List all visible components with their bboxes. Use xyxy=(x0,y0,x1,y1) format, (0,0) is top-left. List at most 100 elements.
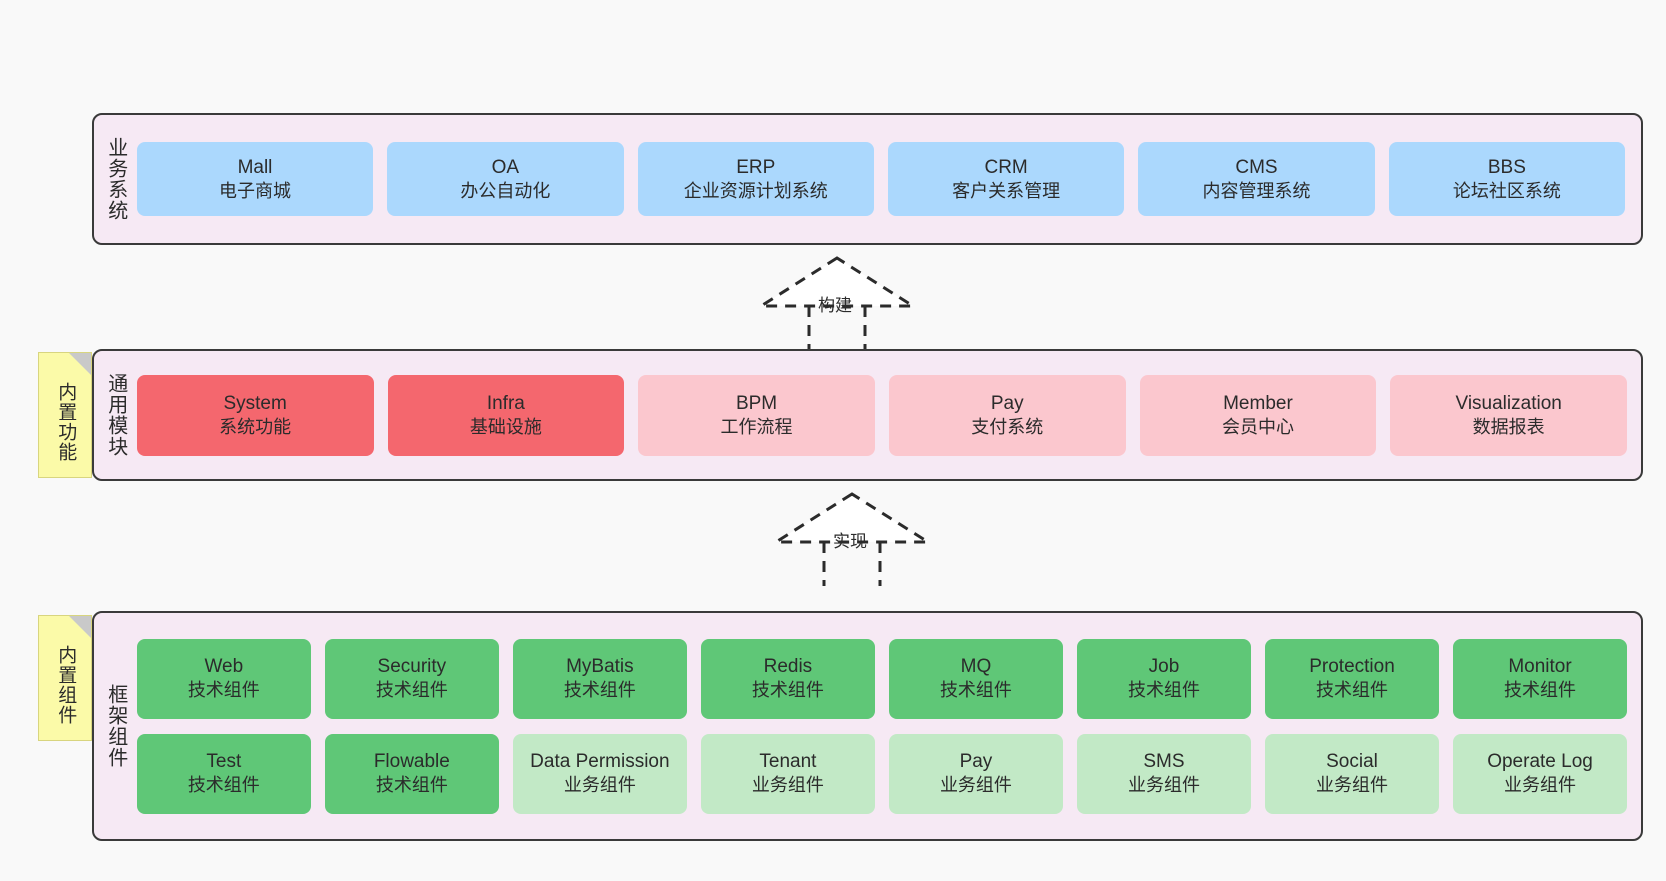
card-mq-en: MQ xyxy=(960,656,992,678)
card-mybatis-cn: 技术组件 xyxy=(563,680,636,701)
card-erp[interactable]: ERP 企业资源计划系统 xyxy=(637,142,874,216)
layer-title-framework: 框架组件 xyxy=(104,684,127,768)
card-visualization-en: Visualization xyxy=(1455,392,1562,414)
card-protection[interactable]: Protection 技术组件 xyxy=(1264,638,1440,719)
card-cms-cn: 内容管理系统 xyxy=(1202,180,1311,201)
card-tenant[interactable]: Tenant 业务组件 xyxy=(700,733,875,814)
card-mall[interactable]: Mall 电子商城 xyxy=(136,142,374,216)
connector-implement-label: 实现 xyxy=(833,532,867,551)
card-security-en: Security xyxy=(377,656,447,678)
generalization-arrow-icon xyxy=(770,492,934,586)
layer-common-modules: 通用模块 System 系统功能 Infra 基础设施 BPM 工作流程 Pay… xyxy=(92,349,1643,481)
layer-body-common: System 系统功能 Infra 基础设施 BPM 工作流程 Pay 支付系统… xyxy=(133,351,1641,479)
card-pay-module[interactable]: Pay 支付系统 xyxy=(888,374,1126,456)
card-social-en: Social xyxy=(1326,751,1378,773)
card-crm-cn: 客户关系管理 xyxy=(952,180,1061,201)
card-bbs[interactable]: BBS 论坛社区系统 xyxy=(1388,142,1626,216)
sticky-fold-corner-icon xyxy=(69,616,91,638)
card-web-en: Web xyxy=(204,656,244,678)
card-test-en: Test xyxy=(206,751,242,773)
card-test-cn: 技术组件 xyxy=(187,775,260,796)
card-sms-en: SMS xyxy=(1143,751,1185,773)
card-security[interactable]: Security 技术组件 xyxy=(324,638,499,719)
card-tenant-en: Tenant xyxy=(759,751,817,773)
card-system-cn: 系统功能 xyxy=(219,416,292,437)
layer-business-systems: 业务系统 Mall 电子商城 OA 办公自动化 ERP 企业资源计划系统 CRM… xyxy=(92,113,1643,245)
card-mall-en: Mall xyxy=(237,156,273,178)
card-visualization-cn: 数据报表 xyxy=(1472,416,1545,437)
card-security-cn: 技术组件 xyxy=(375,680,448,701)
card-operate-log-en: Operate Log xyxy=(1487,751,1593,773)
card-monitor[interactable]: Monitor 技术组件 xyxy=(1453,638,1628,719)
card-pay-component[interactable]: Pay 业务组件 xyxy=(888,733,1063,814)
card-operate-log[interactable]: Operate Log 业务组件 xyxy=(1453,733,1628,814)
layer-title-business: 业务系统 xyxy=(104,137,127,221)
card-data-permission-en: Data Permission xyxy=(530,751,670,773)
card-cms-en: CMS xyxy=(1235,156,1278,178)
generalization-arrow-icon xyxy=(755,256,919,350)
card-member[interactable]: Member 会员中心 xyxy=(1139,374,1377,456)
card-row-framework-business: Test 技术组件 Flowable 技术组件 Data Permission … xyxy=(136,733,1628,814)
card-data-permission[interactable]: Data Permission 业务组件 xyxy=(512,733,687,814)
card-flowable-en: Flowable xyxy=(373,751,450,773)
card-redis-cn: 技术组件 xyxy=(751,680,824,701)
card-bpm[interactable]: BPM 工作流程 xyxy=(638,374,875,456)
card-mq-cn: 技术组件 xyxy=(939,680,1012,701)
layer-body-framework: Web 技术组件 Security 技术组件 MyBatis 技术组件 Redi… xyxy=(133,613,1641,839)
card-web[interactable]: Web 技术组件 xyxy=(136,638,311,719)
card-monitor-en: Monitor xyxy=(1508,656,1572,678)
card-test[interactable]: Test 技术组件 xyxy=(136,733,311,814)
card-oa-en: OA xyxy=(491,156,520,178)
card-bpm-cn: 工作流程 xyxy=(720,416,793,437)
card-member-cn: 会员中心 xyxy=(1221,416,1294,437)
card-oa-cn: 办公自动化 xyxy=(460,180,551,201)
card-oa[interactable]: OA 办公自动化 xyxy=(387,142,624,216)
connector-implement: 实现 xyxy=(770,490,934,586)
card-bbs-en: BBS xyxy=(1487,156,1526,178)
card-member-en: Member xyxy=(1223,392,1293,414)
card-mybatis-en: MyBatis xyxy=(566,656,634,678)
card-row-framework-technical: Web 技术组件 Security 技术组件 MyBatis 技术组件 Redi… xyxy=(136,638,1628,719)
card-bbs-cn: 论坛社区系统 xyxy=(1452,180,1561,201)
card-infra[interactable]: Infra 基础设施 xyxy=(387,374,625,456)
card-erp-cn: 企业资源计划系统 xyxy=(683,180,828,201)
card-system[interactable]: System 系统功能 xyxy=(136,374,374,456)
card-sms-cn: 业务组件 xyxy=(1127,775,1200,796)
card-protection-en: Protection xyxy=(1309,656,1395,678)
card-visualization[interactable]: Visualization 数据报表 xyxy=(1390,374,1628,456)
sticky-note-builtin-features: 内置功能 xyxy=(38,352,92,478)
card-crm-en: CRM xyxy=(984,156,1028,178)
connector-build: 构建 xyxy=(755,254,919,350)
card-mybatis[interactable]: MyBatis 技术组件 xyxy=(512,638,687,719)
card-flowable-cn: 技术组件 xyxy=(375,775,448,796)
card-redis[interactable]: Redis 技术组件 xyxy=(700,638,875,719)
layer-framework-components: 框架组件 Web 技术组件 Security 技术组件 MyBatis 技术组件… xyxy=(92,611,1643,841)
sticky-fold-corner-icon xyxy=(69,353,91,375)
card-pay-module-cn: 支付系统 xyxy=(971,416,1044,437)
card-row-common: System 系统功能 Infra 基础设施 BPM 工作流程 Pay 支付系统… xyxy=(136,374,1628,456)
card-operate-log-cn: 业务组件 xyxy=(1504,775,1577,796)
card-social[interactable]: Social 业务组件 xyxy=(1264,733,1440,814)
card-bpm-en: BPM xyxy=(735,392,778,414)
card-social-cn: 业务组件 xyxy=(1316,775,1388,796)
layer-body-business: Mall 电子商城 OA 办公自动化 ERP 企业资源计划系统 CRM 客户关系… xyxy=(133,115,1641,243)
sticky-note-builtin-components: 内置组件 xyxy=(38,615,92,741)
card-flowable[interactable]: Flowable 技术组件 xyxy=(324,733,499,814)
card-data-permission-cn: 业务组件 xyxy=(563,775,636,796)
card-cms[interactable]: CMS 内容管理系统 xyxy=(1138,142,1375,216)
card-protection-cn: 技术组件 xyxy=(1316,680,1388,701)
card-mq[interactable]: MQ 技术组件 xyxy=(888,638,1063,719)
connector-build-label: 构建 xyxy=(818,296,852,315)
card-job[interactable]: Job 技术组件 xyxy=(1076,638,1251,719)
card-infra-en: Infra xyxy=(486,392,525,414)
card-row-business: Mall 电子商城 OA 办公自动化 ERP 企业资源计划系统 CRM 客户关系… xyxy=(136,142,1626,216)
card-crm[interactable]: CRM 客户关系管理 xyxy=(887,142,1125,216)
card-redis-en: Redis xyxy=(763,656,813,678)
card-web-cn: 技术组件 xyxy=(187,680,260,701)
card-sms[interactable]: SMS 业务组件 xyxy=(1076,733,1251,814)
card-erp-en: ERP xyxy=(736,156,776,178)
card-infra-cn: 基础设施 xyxy=(469,416,542,437)
layer-title-common: 通用模块 xyxy=(104,373,127,457)
card-pay-module-en: Pay xyxy=(990,392,1024,414)
